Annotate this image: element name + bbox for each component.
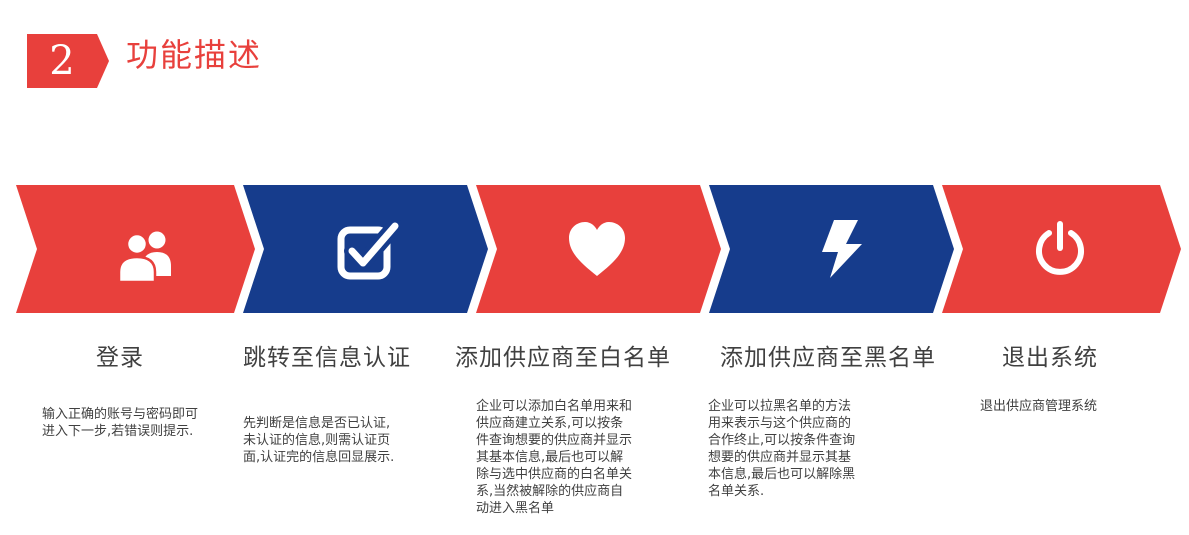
step-description-login: 输入正确的账号与密码即可 进入下一步,若错误则提示. (42, 407, 199, 439)
lightning-icon (804, 214, 874, 284)
heart-icon (562, 214, 632, 284)
users-icon (112, 220, 182, 290)
power-icon (1025, 214, 1095, 284)
step-label-whitelist: 添加供应商至白名单 (455, 345, 671, 371)
step-description-verify: 先判断是信息是否已认证, 未认证的信息,则需认证页 面,认证完的信息回显展示. (243, 416, 395, 465)
step-description-whitelist: 企业可以添加白名单用来和 供应商建立关系,可以按条 件查询想要的供应商并显示 其… (476, 399, 633, 516)
section-number: 2 (49, 38, 75, 84)
page-title: 功能描述 (126, 36, 263, 74)
step-label-blacklist: 添加供应商至黑名单 (720, 345, 936, 371)
step-label-login: 登录 (96, 345, 144, 371)
step-label-logout: 退出系统 (1002, 345, 1098, 371)
step-label-verify: 跳转至信息认证 (243, 345, 411, 371)
step-description-logout: 退出供应商管理系统 (980, 399, 1098, 414)
step-description-blacklist: 企业可以拉黑名单的方法 用来表示与这个供应商的 合作终止,可以按条件查询 想要的… (708, 399, 856, 499)
checkbox-icon (331, 218, 401, 288)
section-number-badge: 2 (27, 34, 109, 88)
